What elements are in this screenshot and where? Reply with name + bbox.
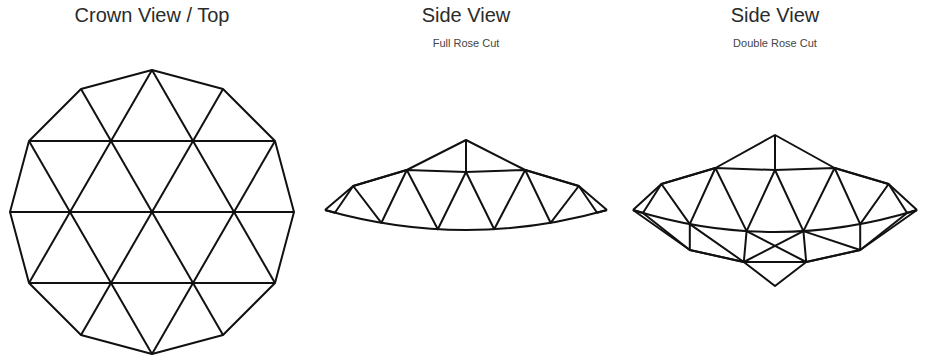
facet-line	[111, 283, 152, 354]
facet-line	[152, 211, 234, 213]
full-rose-side	[325, 140, 607, 230]
facet-line	[465, 140, 467, 172]
facet-line	[29, 140, 111, 142]
cut-name: Full Rose Cut	[433, 37, 500, 49]
facet-line	[152, 283, 193, 354]
facet-line	[81, 283, 111, 335]
double-rose-side	[633, 135, 917, 286]
facet-line	[152, 70, 193, 141]
view-heading: Side View	[422, 4, 511, 27]
facet-line	[29, 141, 70, 212]
facet-line	[633, 135, 917, 210]
facet-line	[29, 212, 70, 283]
facet-line	[325, 140, 607, 210]
facet-line	[744, 231, 804, 262]
crown-view	[10, 70, 294, 354]
girdle-line	[325, 210, 607, 230]
facet-line	[774, 135, 776, 170]
facet-line	[111, 212, 152, 283]
facet-line	[152, 141, 193, 212]
facet-line	[10, 211, 70, 213]
facet-line	[234, 141, 275, 212]
facet-line	[70, 211, 152, 213]
facet-line	[111, 141, 152, 212]
facet-line	[152, 212, 193, 283]
facet-line	[690, 250, 860, 262]
view-heading: Side View	[731, 4, 820, 27]
facet-line	[29, 282, 111, 284]
facet-line	[193, 89, 223, 141]
facet-line	[193, 282, 275, 284]
facet-line	[633, 210, 917, 286]
facet-line	[10, 70, 294, 354]
view-heading: Crown View / Top	[75, 4, 230, 27]
facet-line	[234, 211, 294, 213]
facet-line	[633, 168, 917, 231]
facet-line	[193, 283, 223, 335]
cut-name: Double Rose Cut	[733, 37, 817, 49]
facet-line	[81, 89, 111, 141]
facet-line	[193, 140, 275, 142]
facet-line	[70, 141, 234, 283]
facet-line	[643, 213, 860, 262]
facet-line	[325, 170, 607, 229]
girdle-line	[633, 210, 917, 232]
facet-line	[234, 212, 275, 283]
facet-line	[111, 70, 152, 141]
facet-line	[860, 213, 907, 250]
